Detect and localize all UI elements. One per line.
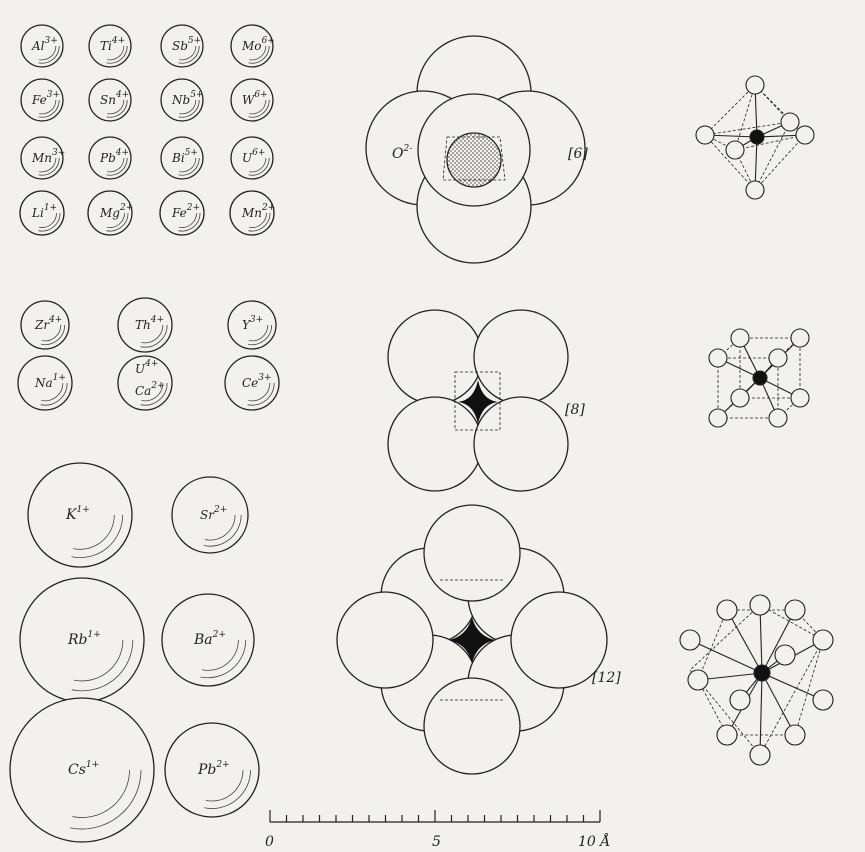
ion-ca-2plus: Ca2+ (135, 381, 165, 398)
ion-label: Sb5+ (172, 36, 201, 53)
coordination-6-packing (365, 35, 586, 264)
ion-sb-5plus: Sb5+ (160, 24, 204, 68)
ion-li-1plus: Li1+ (19, 190, 65, 236)
coordination-12-packing (336, 504, 608, 775)
ion-cs-1plus: Cs1+ (9, 697, 155, 843)
ion-label: Na1+ (34, 373, 66, 390)
ion-label: Mn2+ (241, 203, 275, 220)
scale-label-mid: 5 (432, 834, 441, 850)
ion-k-1plus: K1+ (27, 462, 133, 568)
ion-label: Rb1+ (67, 630, 101, 648)
ion-pb-4plus: Pb4+ (88, 136, 132, 180)
ion-label: Y3+ (242, 315, 263, 332)
ion-radius-grid: Al3+ Ti4+ Sb5+ Mo6+ Fe3+ Sn4+ Nb5+ W6+ Mn3+ Pb4+ B… (9, 24, 280, 843)
ion-label: Li1+ (31, 203, 57, 220)
ion-y-3plus: Y3+ (227, 300, 277, 350)
scale-bar (269, 810, 601, 823)
ion-rb-1plus: Rb1+ (19, 577, 145, 703)
ion-label: Al3+ (31, 36, 58, 53)
scale-label-start: 0 (265, 834, 274, 850)
ion-label: Fe2+ (171, 203, 200, 220)
ion-label: Th4+ (135, 315, 164, 332)
ion-label: Mg2+ (99, 203, 133, 220)
ion-label: Pb4+ (99, 148, 129, 165)
ion-label: Bi5+ (171, 148, 198, 165)
coordination-8-label: [8] (565, 402, 585, 418)
ion-label: Pb2+ (197, 760, 230, 778)
ion-sn-4plus: Sn4+ (88, 78, 132, 122)
ion-label: Cs1+ (68, 760, 99, 778)
ion-u-6plus: U6+ (230, 136, 274, 180)
scale-label-end: 10 Å (578, 832, 610, 850)
coordination-6-label: [6] (568, 146, 588, 162)
ion-mn-3plus: Mn3+ (20, 136, 65, 180)
ion-label: Sn4+ (100, 90, 129, 107)
ion-bi-5plus: Bi5+ (160, 136, 204, 180)
coordination-12-label: [12] (592, 670, 621, 686)
ion-label: U6+ (242, 148, 265, 165)
ion-label: Mo6+ (241, 36, 275, 53)
cuboctahedron-model (679, 594, 834, 766)
ion-mn-2plus: Mn2+ (229, 190, 275, 236)
oxygen-label: O2- (392, 144, 412, 162)
ion-label: U4+ (135, 359, 158, 376)
ion-label: Ca2+ (135, 381, 165, 398)
ion-w-6plus: W6+ (230, 78, 274, 122)
ion-label: Mn3+ (31, 148, 65, 165)
ion-label: K1+ (65, 505, 90, 523)
ion-label: Fe3+ (31, 90, 60, 107)
ion-label: Ti4+ (100, 36, 125, 53)
ion-zr-4plus: Zr4+ (20, 300, 70, 350)
ion-ti-4plus: Ti4+ (88, 24, 132, 68)
ion-ce-3plus: Ce3+ (224, 355, 280, 411)
ion-nb-5plus: Nb5+ (160, 78, 204, 122)
ion-pb-2plus: Pb2+ (164, 722, 260, 818)
ion-th-4plus: Th4+ (117, 297, 173, 353)
ion-label: Zr4+ (34, 315, 62, 332)
ion-label: Ba2+ (193, 630, 226, 648)
octahedron-model (695, 75, 815, 200)
cube-model (708, 328, 810, 428)
ion-mg-2plus: Mg2+ (87, 190, 133, 236)
ion-u-4plus: U4+ (117, 355, 173, 411)
octahedral-cation (446, 132, 502, 188)
ion-mo-6plus: Mo6+ (230, 24, 275, 68)
coordination-8-packing (387, 309, 569, 492)
ion-label: Nb5+ (171, 90, 203, 107)
ion-na-1plus: Na1+ (17, 355, 73, 411)
ion-label: Ce3+ (242, 373, 272, 390)
ion-fe-2plus: Fe2+ (159, 190, 205, 236)
ion-al-3plus: Al3+ (20, 24, 64, 68)
ion-sr-2plus: Sr2+ (171, 476, 249, 554)
ion-label: W6+ (242, 90, 268, 107)
ion-fe-3plus: Fe3+ (20, 78, 64, 122)
ion-ba-2plus: Ba2+ (161, 593, 255, 687)
ion-label: Sr2+ (200, 505, 227, 522)
